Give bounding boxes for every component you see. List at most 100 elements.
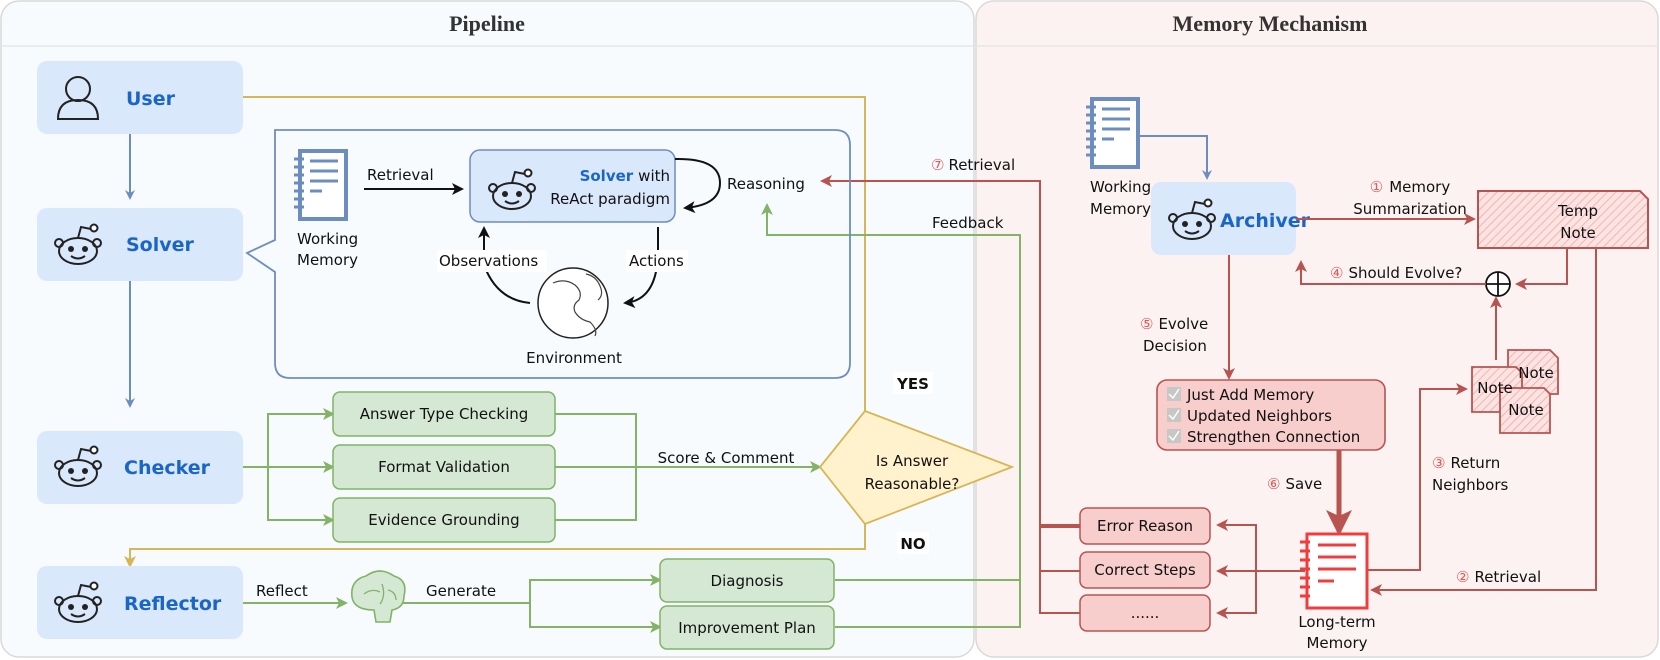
long-term-memory-icon xyxy=(1300,532,1369,610)
combine-plus-icon xyxy=(1485,271,1511,297)
actions-label-bg xyxy=(626,250,688,272)
option-strengthen-connection[interactable]: Strengthen Connection xyxy=(1167,428,1360,446)
archiver-label: Archiver xyxy=(1220,210,1311,232)
temp-note[interactable]: Temp Note xyxy=(1477,190,1649,249)
decision-label-1: Is Answer xyxy=(876,452,949,470)
improvement-plan-node[interactable]: Improvement Plan xyxy=(659,605,835,650)
temp-to-plus-arrow xyxy=(1515,248,1568,290)
option-just-add-memory[interactable]: Just Add Memory xyxy=(1167,386,1314,404)
retrieval-2-arrow xyxy=(1370,248,1597,596)
svg-text:Diagnosis: Diagnosis xyxy=(711,572,784,590)
yes-label-bg xyxy=(893,372,933,394)
working-memory-label-2: Memory xyxy=(297,251,358,269)
long-term-label-2: Memory xyxy=(1306,634,1367,652)
decision-diamond[interactable] xyxy=(763,409,1057,526)
svg-text:Evidence Grounding: Evidence Grounding xyxy=(368,511,519,529)
observations-label-bg xyxy=(437,250,547,272)
neighbor-notes[interactable]: Note Note Note xyxy=(1471,349,1559,434)
evolve-options: Just Add Memory Updated Neighbors Streng… xyxy=(1156,379,1386,451)
return-neighbors-arrow xyxy=(1368,383,1468,571)
check-evidence-grounding[interactable]: Evidence Grounding xyxy=(332,497,556,543)
react-paradigm-label: ReAct paradigm xyxy=(550,190,670,208)
long-term-label-1: Long-term xyxy=(1298,613,1375,631)
brain-icon xyxy=(350,570,406,623)
checker-node[interactable]: Checker xyxy=(37,431,243,504)
svg-text:Just Add Memory: Just Add Memory xyxy=(1186,386,1314,404)
check-format-validation[interactable]: Format Validation xyxy=(332,444,556,490)
memory-working-memory-label-2: Memory xyxy=(1090,200,1151,218)
checker-fanout xyxy=(230,408,822,526)
memory-item-correct-steps[interactable]: Correct Steps xyxy=(1079,551,1211,589)
svg-text:Format Validation: Format Validation xyxy=(378,458,510,476)
svg-text:Correct Steps: Correct Steps xyxy=(1094,561,1196,579)
reasoning-loop-arrow xyxy=(674,157,722,214)
working-memory-label-1: Working xyxy=(297,230,358,248)
option-updated-neighbors[interactable]: Updated Neighbors xyxy=(1167,407,1332,425)
archiver-node[interactable]: Archiver xyxy=(1151,182,1311,255)
check-answer-type[interactable]: Answer Type Checking xyxy=(332,391,556,437)
retrieval-label: Retrieval xyxy=(367,166,434,184)
yes-label: YES xyxy=(896,375,929,393)
generate-label: Generate xyxy=(426,582,496,600)
decision-label-2: Reasonable? xyxy=(865,475,960,493)
memory-working-memory-icon xyxy=(1084,97,1140,169)
feedback-label: Feedback xyxy=(932,214,1004,232)
memory-item-error-reason[interactable]: Error Reason xyxy=(1079,507,1211,545)
svg-text:Note: Note xyxy=(1508,401,1544,419)
reflector-node[interactable]: Reflector xyxy=(37,566,243,639)
svg-text:Note: Note xyxy=(1560,224,1596,242)
globe-icon xyxy=(537,267,609,339)
memory-working-memory-label-1: Working xyxy=(1090,178,1151,196)
svg-text:Temp: Temp xyxy=(1557,202,1598,220)
diagnosis-node[interactable]: Diagnosis xyxy=(659,558,835,603)
svg-text:Improvement Plan: Improvement Plan xyxy=(678,619,816,637)
yes-to-user-arrow xyxy=(228,91,866,411)
svg-text:Updated Neighbors: Updated Neighbors xyxy=(1187,407,1332,425)
no-label: NO xyxy=(900,535,925,553)
pipeline-title: Pipeline xyxy=(449,11,525,36)
user-icon xyxy=(56,76,100,120)
step5-label-2: Decision xyxy=(1143,337,1207,355)
should-evolve-arrow xyxy=(1295,260,1486,285)
memory-item-more[interactable]: ...... xyxy=(1079,594,1211,632)
svg-text:Note: Note xyxy=(1518,364,1554,382)
solver-label: Solver xyxy=(126,234,195,256)
solver-detail-container xyxy=(245,129,851,379)
environment-label: Environment xyxy=(526,349,622,367)
no-to-reflector-arrow xyxy=(124,524,866,568)
solver-node[interactable]: Solver xyxy=(37,208,243,281)
no-label-bg xyxy=(897,532,929,554)
step3-label-2: Neighbors xyxy=(1432,476,1509,494)
reflector-flow xyxy=(230,203,1021,633)
pipeline-panel: Pipeline xyxy=(0,0,975,658)
memory-items-links xyxy=(1039,519,1305,619)
svg-text:Strengthen Connection: Strengthen Connection xyxy=(1187,428,1360,446)
svg-text:Error Reason: Error Reason xyxy=(1097,517,1193,535)
step1-label-2: Summarization xyxy=(1353,200,1467,218)
reflect-label: Reflect xyxy=(256,582,308,600)
checker-label: Checker xyxy=(124,457,211,479)
retrieval-7-arrow xyxy=(820,175,1087,528)
memory-title: Memory Mechanism xyxy=(1173,11,1368,36)
actions-label: Actions xyxy=(629,252,684,270)
user-label: User xyxy=(126,88,176,110)
score-comment-label: Score & Comment xyxy=(658,449,795,467)
svg-text:Answer Type Checking: Answer Type Checking xyxy=(360,405,529,423)
user-node[interactable]: User xyxy=(37,61,243,134)
reasoning-label: Reasoning xyxy=(727,175,805,193)
reflector-label: Reflector xyxy=(124,593,222,615)
memory-panel: Memory Mechanism xyxy=(975,0,1659,658)
observations-label: Observations xyxy=(439,252,538,270)
svg-text:......: ...... xyxy=(1131,604,1160,622)
working-to-archiver-arrow xyxy=(1138,135,1212,180)
working-memory-icon xyxy=(292,149,348,221)
